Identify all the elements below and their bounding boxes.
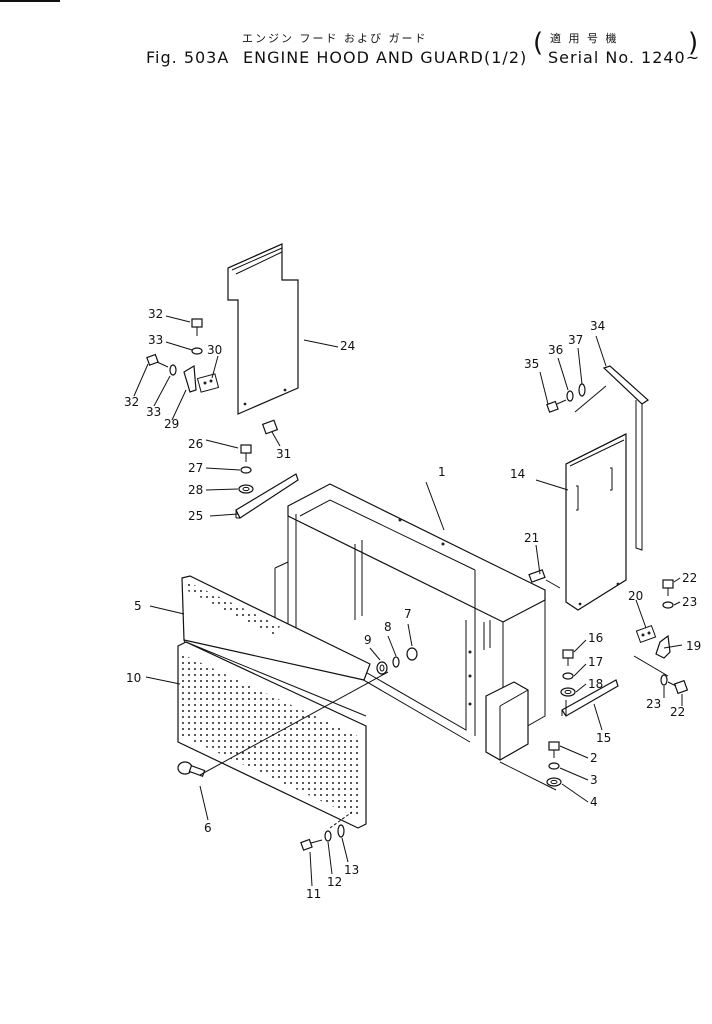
part-7-nut	[406, 647, 418, 661]
part-28-washer	[238, 484, 254, 494]
part-37-washer	[578, 383, 586, 397]
callout-32b: 32	[124, 395, 139, 409]
top-rule	[0, 0, 60, 2]
part-25-angle-left	[235, 473, 299, 519]
part-27-washer	[240, 466, 252, 474]
part-15-angle-right	[561, 679, 619, 717]
sheet-indicator: (1/2)	[484, 48, 528, 67]
part-31-clip-left	[261, 419, 279, 435]
part-33-washer-upper	[191, 347, 203, 355]
part-14-side-cover-right	[565, 433, 627, 611]
japanese-title: エンジン フード および ガード	[242, 32, 428, 45]
page-title: ENGINE HOOD AND GUARD	[243, 48, 484, 67]
part-13-washer	[337, 824, 345, 838]
part-19-latch-hook	[655, 634, 671, 659]
part-32-bolt-upper	[191, 318, 203, 336]
callout-20: 20	[628, 589, 643, 603]
callout-21: 21	[524, 531, 539, 545]
callout-35: 35	[524, 357, 539, 371]
callout-30: 30	[207, 343, 222, 357]
part-17-washer	[562, 672, 574, 680]
part-33-washer-side	[169, 364, 177, 376]
callout-36: 36	[548, 343, 563, 357]
callout-19: 19	[686, 639, 701, 653]
assembly-lines	[199, 385, 669, 829]
callout-23: 23	[682, 595, 697, 609]
callout-5: 5	[134, 599, 142, 613]
callout-25: 25	[188, 509, 203, 523]
callout-24: 24	[340, 339, 355, 353]
callout-12: 12	[327, 875, 342, 889]
callout-4: 4	[590, 795, 598, 809]
part-6-knob	[177, 761, 206, 777]
part-8-washer	[392, 656, 400, 668]
callout-27: 27	[188, 461, 203, 475]
callout-16: 16	[588, 631, 603, 645]
part-16-bolt	[562, 649, 574, 666]
part-23-washer-lower	[660, 674, 668, 686]
callout-22: 22	[682, 571, 697, 585]
part-9-washer	[376, 661, 388, 675]
part-34-strip	[602, 365, 649, 551]
leader-lines	[145, 335, 683, 821]
part-5-guard-panel-upper	[181, 575, 371, 681]
callout-37: 37	[568, 333, 583, 347]
callout-22b: 22	[670, 705, 685, 719]
fastener-leaders	[133, 315, 683, 887]
part-2-bolt	[548, 741, 560, 758]
callout-33: 33	[148, 333, 163, 347]
callout-14: 14	[510, 467, 525, 481]
part-1-engine-hood	[274, 483, 546, 761]
callout-18: 18	[588, 677, 603, 691]
part-24-side-cover-left	[227, 243, 299, 415]
callout-34: 34	[590, 319, 605, 333]
part-11-bolt	[300, 838, 323, 851]
part-4-washer	[546, 777, 562, 787]
callout-7: 7	[404, 607, 412, 621]
part-22-bolt-upper	[662, 579, 674, 596]
callout-11: 11	[306, 887, 321, 901]
callout-10: 10	[126, 671, 141, 685]
callout-9: 9	[364, 633, 372, 647]
callout-28: 28	[188, 483, 203, 497]
part-3-washer	[548, 762, 560, 770]
callout-8: 8	[384, 620, 392, 634]
callout-29: 29	[164, 417, 179, 431]
callout-1: 1	[438, 465, 446, 479]
japanese-serial-label: 適 用 号 機	[550, 32, 619, 45]
part-21-clip-right	[528, 569, 546, 583]
callout-labels: 1 2 3 4 5 6 7 8 9 10 11 12 13 14 15 16 1…	[124, 307, 701, 901]
part-20-latch-plate	[635, 624, 657, 644]
part-23-washer-upper	[662, 601, 674, 609]
callout-33b: 33	[146, 405, 161, 419]
part-26-bolt	[240, 444, 252, 462]
figure-label: Fig. 503A	[146, 48, 230, 67]
part-36-washer	[566, 390, 574, 402]
serial-close-paren: )	[688, 28, 699, 58]
part-22-bolt-lower	[667, 679, 689, 695]
serial-open-paren: (	[533, 28, 544, 58]
part-12-washer	[324, 830, 332, 842]
callout-17: 17	[588, 655, 603, 669]
callout-31: 31	[276, 447, 291, 461]
callout-26: 26	[188, 437, 203, 451]
serial-range: Serial No. 1240~	[548, 48, 701, 67]
callout-32: 32	[148, 307, 163, 321]
part-29-30-latch-left	[183, 364, 220, 393]
part-18-washer	[560, 687, 576, 697]
part-35-bolt	[546, 399, 567, 413]
callout-13: 13	[344, 863, 359, 877]
part-32-bolt-side	[146, 353, 169, 368]
callout-2: 2	[590, 751, 598, 765]
callout-15: 15	[596, 731, 611, 745]
callout-6: 6	[204, 821, 212, 835]
callout-3: 3	[590, 773, 598, 787]
callout-23b: 23	[646, 697, 661, 711]
